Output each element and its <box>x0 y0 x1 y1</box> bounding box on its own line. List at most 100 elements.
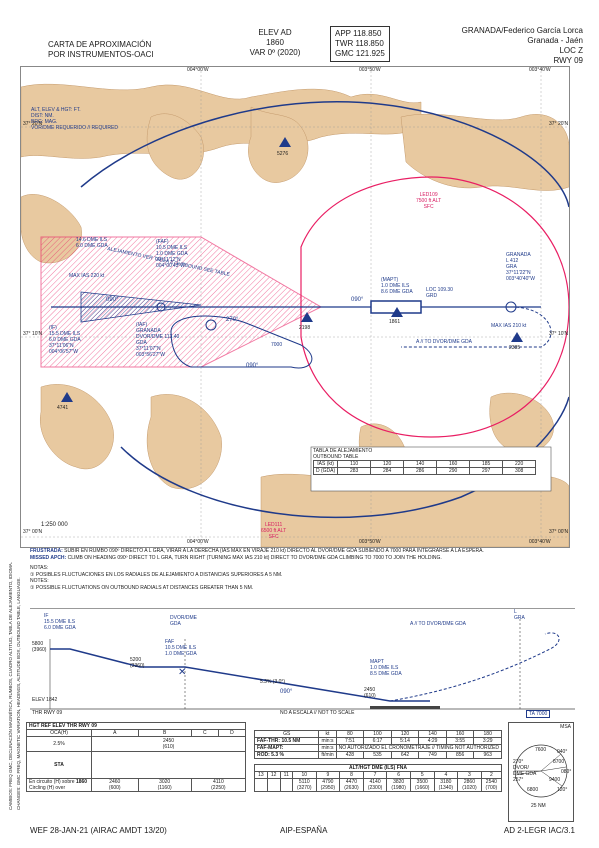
ias-header: IAS (kt) <box>312 460 339 468</box>
elev-1861: 1861 <box>389 319 401 325</box>
minima-section: HGT REF ELEV THR RWY 09 OCA(H) A B C D 2… <box>26 722 574 822</box>
thr-rwy: THR RWY 09 <box>32 710 63 716</box>
coord-right-1: 37° 20'N <box>549 121 569 127</box>
descent-path <box>50 648 430 702</box>
peak-5276-icon <box>279 137 291 147</box>
profile-mapt: MAPT 1.0 DME ILS 8.5 DME GDA <box>370 659 402 677</box>
elev-thr: ELEV 1842 <box>32 697 58 703</box>
msa-radius: 25 NM <box>531 803 546 809</box>
scale-label: 1:250 000 <box>41 522 68 528</box>
to-hold-label: A // TO DVOR/DME GDA <box>416 339 472 345</box>
elev-2385: 2385 <box>509 345 521 351</box>
profile-if: IF 15.5 DME ILS 6.0 DME GDA <box>44 613 76 631</box>
coord-top-2: 003°50'W <box>359 67 381 73</box>
coord-left-2: 37° 10'N <box>23 331 43 337</box>
outbound-fix-label: 14.6 DME ILS 6.0 DME GDA <box>76 237 108 249</box>
terrain <box>21 83 569 547</box>
final-approach-wedge <box>80 291 202 323</box>
coord-bottom-1: 004°00'W <box>187 539 209 545</box>
profile-view: ✕ IF 15.5 DME ILS 6.0 DME GDA DVOR/DME G… <box>30 608 575 718</box>
max-ias-left: MAX IAS 220 kt <box>69 273 105 279</box>
loc-label: LOC 109.30 GRD <box>426 287 453 299</box>
airport-block: GRANADA/Federico García Lorca Granada - … <box>403 26 583 66</box>
course-270: 270° <box>226 317 239 323</box>
legend-brg: BRG: MAG. <box>31 119 58 125</box>
procedure-name: LOC Z <box>559 46 583 55</box>
hold-alt-7000: 7000 <box>271 342 283 348</box>
speed-restriction-area <box>300 176 569 438</box>
runway-name: RWY 09 <box>553 56 584 65</box>
arc-dme <box>80 101 569 208</box>
variation: VAR 0º (2020) <box>249 48 301 57</box>
runway-profile <box>370 706 440 709</box>
faf-cross-icon: ✕ <box>178 667 186 678</box>
legend-dist: DIST: NM. <box>31 113 54 119</box>
msa-svg <box>514 744 568 798</box>
elev-5276: 5276 <box>277 151 289 157</box>
peak-4741-icon <box>61 392 73 402</box>
footer-aip: AIP-ESPAÑA <box>280 826 328 835</box>
msa-sector-1: 7600 <box>535 747 547 753</box>
restricted-led109: LED109 7500 ft ALT SFC <box>416 192 442 210</box>
course-090-hold: 090° <box>246 363 259 369</box>
restricted-led111: LED111 6500 ft ALT SFC <box>261 522 287 540</box>
notes-section: FRUSTRADA: SUBIR EN RUMBO 090º DIRECTO A… <box>30 548 575 591</box>
max-ias-right: MAX IAS 210 kt <box>491 323 527 329</box>
msa-brg-1: 040° <box>557 749 568 755</box>
msa-sector-2: 8700 <box>553 759 565 765</box>
coord-top-1: 004°00'W <box>187 67 209 73</box>
mapt-label: (MAPT) 1.0 DME ILS 8.6 DME GDA <box>381 277 413 295</box>
hatched-sector <box>40 236 323 368</box>
dist-header: D (GDA) <box>312 467 339 475</box>
msa-sector-3: 9400 <box>549 777 561 783</box>
missed-es: FRUSTRADA: SUBIR EN RUMBO 090º DIRECTO A… <box>30 548 484 554</box>
airport-name: GRANADA/Federico García Lorca <box>461 26 583 35</box>
notes-es-label: NOTAS: <box>30 565 49 571</box>
arc-dme-south <box>120 396 569 519</box>
profile-hold-label: A // TO DVOR/DME GDA <box>410 621 466 627</box>
chart-title: CARTA DE APROXIMACIÓN POR INSTRUMENTOS-O… <box>48 40 188 60</box>
obstacle-2198-icon <box>301 312 313 322</box>
note-es: ① POSIBLES FLUCTUACIONES EN LOS RADIALES… <box>30 571 283 578</box>
profile-svg: ✕ <box>30 619 575 710</box>
msa-box: MSA 7600 8700 9400 6800 DVOR/ DME GDA 04… <box>508 722 574 822</box>
oca-table: HGT REF ELEV THR RWY 09 OCA(H) A B C D 2… <box>26 722 247 792</box>
title-line-1: CARTA DE APROXIMACIÓN <box>48 40 152 49</box>
alt-hgt-table: ALT/HGT DME (ILS) FNA 13 12 11 10 9 8 7 … <box>254 764 503 792</box>
iaf-label: (IAF) GRANADA DVOR/DME 113.40 GDA 37°11'… <box>136 322 180 358</box>
map-svg <box>21 67 569 547</box>
vor-granada <box>505 301 517 313</box>
coord-left-3: 37° 00'N <box>23 529 43 535</box>
course-090-left: 090° <box>106 297 119 303</box>
alt-5800: 5800 (3960) <box>32 641 47 653</box>
freq-twr: TWR 118.850 <box>335 39 384 48</box>
msa-brg-3: 120° <box>557 787 568 793</box>
profile-dvor: DVOR/DME GDA <box>170 615 197 627</box>
msa-brg-5: 270° <box>513 759 524 765</box>
footer-ref: AD 2-LEGR IAC/3.1 <box>503 826 575 835</box>
profile-faf: FAF 10.5 DME ILS 1.0 DME GDA <box>165 639 197 657</box>
course-090: 090° <box>351 297 364 303</box>
missed-en: MISSED APCH: CLIMB ON HEADING 090º DIREC… <box>30 554 442 561</box>
holding-pattern <box>170 315 313 369</box>
outbound-table: TABLA DE ALEJAMIENTO OUTBOUND TABLE IAS … <box>312 448 537 475</box>
faf-fix <box>156 302 166 312</box>
profile-course: 090° <box>280 689 293 695</box>
freq-gmc: GMC 121.925 <box>335 49 385 58</box>
coord-right-2: 37° 10'N <box>549 331 569 337</box>
elev-value: 1860 <box>266 38 284 47</box>
missed-approach-path <box>401 306 552 348</box>
title-line-2: POR INSTRUMENTOS-OACI <box>48 50 154 59</box>
changes-sidebar: CAMBIOS: FREQ GMC, DECLINACIÓN MAGNÉTICA… <box>6 560 26 810</box>
outbound-table-title: TABLA DE ALEJAMIENTO <box>313 448 373 454</box>
plan-view-map: 004°00'W 003°50'W 003°40'W 004°00'W 003°… <box>20 66 570 548</box>
missed-profile <box>389 632 560 702</box>
coord-left-1: 37° 20'N <box>23 121 43 127</box>
outbound-table-subtitle: OUTBOUND TABLE <box>313 454 359 460</box>
obstacle-1861-icon <box>391 307 403 317</box>
changes-en: CHANGES: GMC FREQ, MAGNETIC VARIATION, H… <box>16 577 21 810</box>
gradient-label: 5.3% (3.0°) <box>260 679 286 685</box>
legend-units: ALT, ELEV & HGT: FT. <box>31 107 81 113</box>
obstacle-2385-icon <box>511 332 523 342</box>
freq-app: APP 118.850 <box>335 29 382 38</box>
